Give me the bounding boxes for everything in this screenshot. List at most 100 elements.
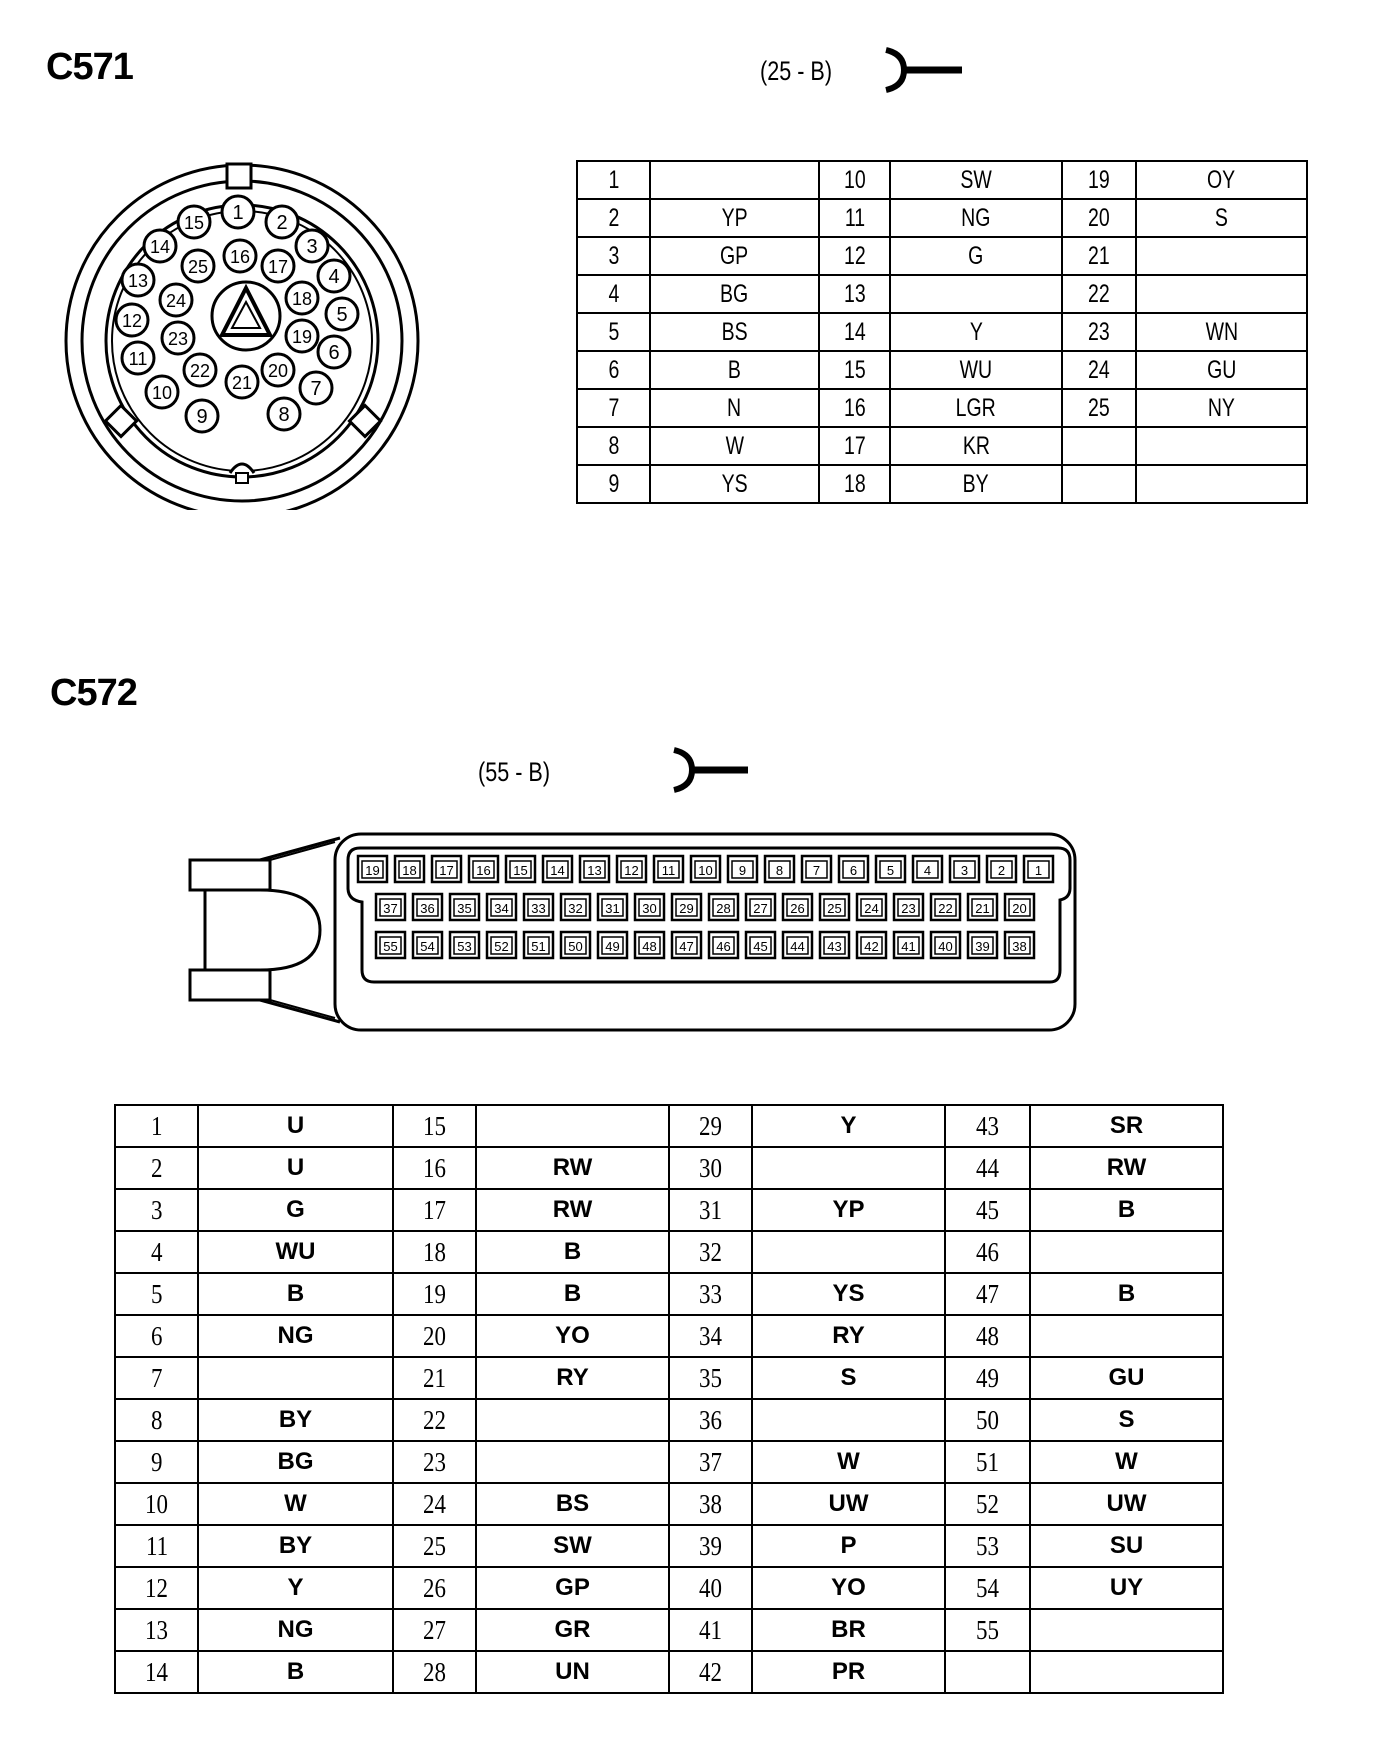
- wire-color: WN: [1135, 312, 1308, 352]
- pin-cavity-label: 55: [383, 939, 397, 954]
- pin-number: 1: [576, 160, 651, 200]
- pin-cavity-label: 7: [813, 863, 820, 878]
- wire-color: SU: [1029, 1524, 1224, 1568]
- wire-color: UN: [475, 1650, 670, 1694]
- pin-number: 25: [392, 1524, 477, 1568]
- pin-cavity-label: 11: [662, 863, 676, 878]
- pin-hole-label: 18: [292, 289, 312, 309]
- pin-cavity-label: 21: [975, 901, 989, 916]
- pin-number: [944, 1650, 1031, 1694]
- pin-number: 13: [114, 1608, 199, 1652]
- pin-number: 3: [576, 236, 651, 276]
- wire-color: RW: [1029, 1146, 1224, 1190]
- wire-color: GU: [1029, 1356, 1224, 1400]
- pin-cavity-inner: [786, 936, 809, 955]
- pin-cavity-label: 20: [1012, 901, 1026, 916]
- wire-color: BR: [751, 1608, 946, 1652]
- c572-terminal-type-icon: [673, 747, 748, 793]
- pin-hole-label: 25: [188, 257, 208, 277]
- wire-color: B: [475, 1230, 670, 1274]
- pin-cavity-inner: [453, 898, 476, 917]
- pin-number: 21: [1061, 236, 1137, 276]
- pin-cavity-inner: [694, 860, 717, 879]
- wire-color: W: [751, 1440, 946, 1484]
- pin-cavity-label: 45: [753, 939, 767, 954]
- pin-cavity-label: 12: [624, 863, 638, 878]
- pin-cavity-label: 16: [476, 863, 490, 878]
- pin-number: 11: [114, 1524, 199, 1568]
- pin-number: 39: [668, 1524, 753, 1568]
- pin-number: 48: [944, 1314, 1031, 1358]
- pin-number: 18: [818, 464, 891, 504]
- pin-number: 51: [944, 1440, 1031, 1484]
- pin-cavity-inner: [361, 860, 384, 879]
- pin-number: 4: [576, 274, 651, 314]
- pin-hole: [120, 340, 156, 376]
- pin-cavity-label: 3: [961, 863, 968, 878]
- wire-color: SW: [475, 1524, 670, 1568]
- pin-cavity-label: 28: [716, 901, 730, 916]
- pin-number: 21: [392, 1356, 477, 1400]
- pin-hole-label: 12: [122, 311, 142, 331]
- pin-number: 2: [576, 198, 651, 238]
- pin-number: 8: [114, 1398, 199, 1442]
- wire-color: NG: [197, 1314, 394, 1358]
- wire-color: W: [197, 1482, 394, 1526]
- pin-cavity-label: 9: [739, 863, 746, 878]
- pin-number: 43: [944, 1104, 1031, 1148]
- pin-hole-label: 16: [230, 247, 250, 267]
- pin-number: 17: [818, 426, 891, 466]
- pin-number: 8: [576, 426, 651, 466]
- pin-number: 9: [114, 1440, 199, 1484]
- wire-color: YS: [751, 1272, 946, 1316]
- pin-number: 13: [818, 274, 891, 314]
- pin-number: 37: [668, 1440, 753, 1484]
- pin-cavity-label: 4: [924, 863, 931, 878]
- pin-number: 5: [576, 312, 651, 352]
- pin-number: 33: [668, 1272, 753, 1316]
- pin-cavity-inner: [638, 936, 661, 955]
- wire-color: [649, 160, 820, 200]
- pin-cavity-inner: [509, 860, 532, 879]
- pin-number: 18: [392, 1230, 477, 1274]
- pin-cavity-label: 43: [827, 939, 841, 954]
- pin-cavity-inner: [934, 936, 957, 955]
- pin-number: 28: [392, 1650, 477, 1694]
- wire-color: U: [197, 1104, 394, 1148]
- pin-cavity-inner: [971, 936, 994, 955]
- wire-color: RY: [751, 1314, 946, 1358]
- pin-hole-label: 9: [196, 406, 207, 428]
- pin-number: 3: [114, 1188, 199, 1232]
- pin-cavity-inner: [860, 936, 883, 955]
- wire-color: B: [1029, 1272, 1224, 1316]
- pin-hole-label: 10: [152, 383, 172, 403]
- wire-color: YS: [649, 464, 820, 504]
- pin-number: 16: [392, 1146, 477, 1190]
- c572-connector-code: (55 - B): [478, 757, 551, 787]
- pin-cavity-inner: [786, 898, 809, 917]
- wire-color: B: [197, 1650, 394, 1694]
- wire-color: Y: [889, 312, 1063, 352]
- pin-number: 53: [944, 1524, 1031, 1568]
- pin-cavity-label: 44: [790, 939, 804, 954]
- pin-cavity-label: 30: [642, 901, 656, 916]
- pin-cavity-label: 6: [850, 863, 857, 878]
- wire-color: N: [649, 388, 820, 428]
- pin-cavity-inner: [805, 860, 828, 879]
- wire-color: G: [889, 236, 1063, 276]
- pin-cavity-label: 17: [439, 863, 453, 878]
- pin-cavity-label: 36: [420, 901, 434, 916]
- pin-number: 26: [392, 1566, 477, 1610]
- wire-color: B: [475, 1272, 670, 1316]
- pin-hole-label: 15: [184, 213, 204, 233]
